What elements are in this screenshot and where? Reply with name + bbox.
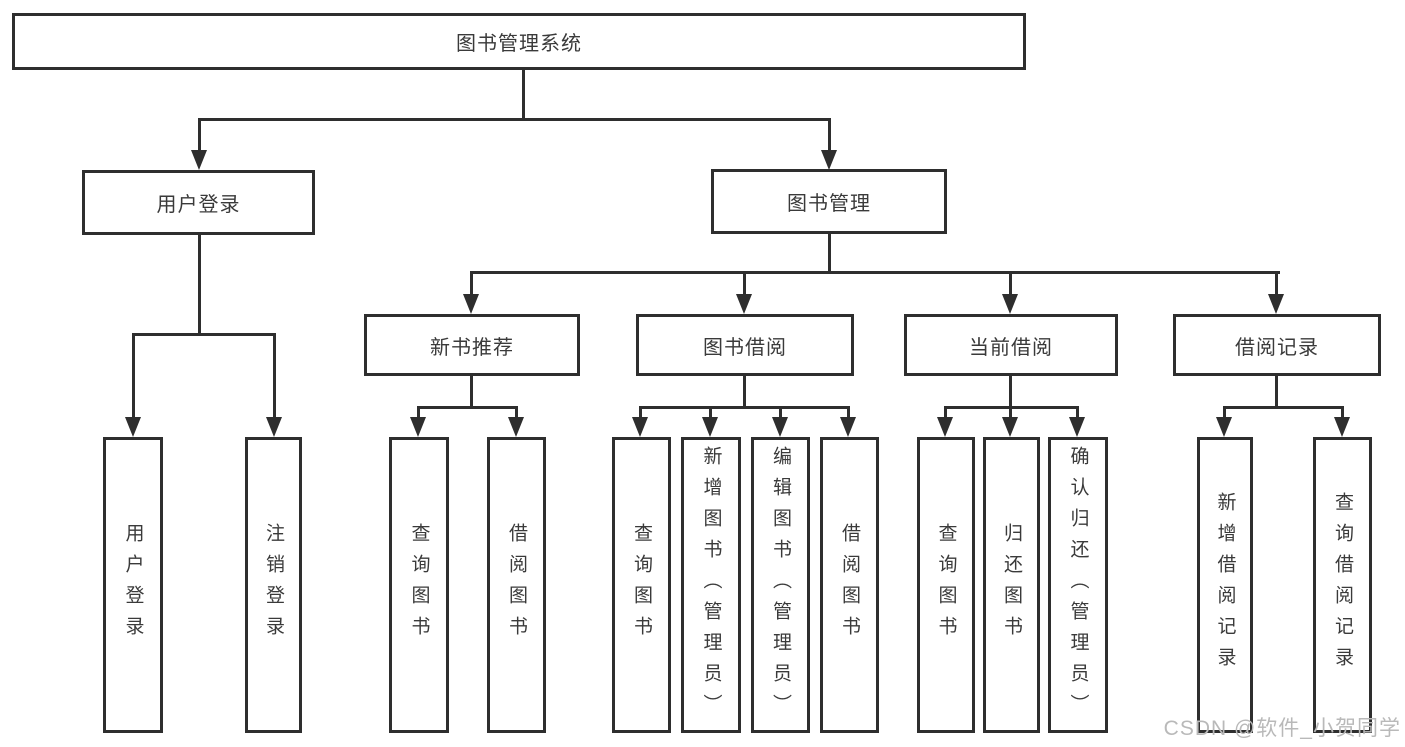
node-label: 新书推荐 — [430, 336, 514, 359]
arrowhead-icon — [840, 417, 856, 437]
connector-root-stem — [522, 70, 525, 120]
connector-drop-borrow-records — [1275, 271, 1278, 299]
leaf-borrow-books: 借阅图书 — [820, 437, 879, 733]
connector-book-management-bar — [470, 271, 1280, 274]
leaf-label: 注销登录 — [263, 523, 284, 647]
leaf-user-login: 用户登录 — [103, 437, 163, 733]
connector-book-management-stem — [828, 234, 831, 274]
connector-drop-book-management — [828, 118, 831, 154]
arrowhead-icon — [937, 417, 953, 437]
leaf-label: 编辑图书（管理员） — [770, 445, 791, 725]
leaf-add-book-admin: 新增图书（管理员） — [681, 437, 741, 733]
connector-drop-new-books — [470, 271, 473, 299]
connector-drop — [417, 406, 420, 422]
connector-drop — [1076, 406, 1079, 422]
leaf-label: 用户登录 — [122, 523, 144, 647]
connector-new-books-stem — [470, 376, 473, 409]
connector-drop — [847, 406, 850, 422]
leaf-label: 借阅图书 — [506, 523, 527, 647]
node-borrow-records: 借阅记录 — [1173, 314, 1381, 376]
arrowhead-leaf-login-icon — [125, 417, 141, 437]
connector-drop-leaf-login — [132, 333, 135, 419]
node-root-library-system: 图书管理系统 — [12, 13, 1026, 70]
leaf-logout: 注销登录 — [245, 437, 302, 733]
arrowhead-user-login-icon — [191, 150, 207, 170]
connector-drop — [779, 406, 782, 422]
arrowhead-book-management-icon — [821, 150, 837, 170]
connector-user-login-stem — [198, 235, 201, 335]
arrowhead-icon — [1002, 417, 1018, 437]
leaf-label: 新增图书（管理员） — [700, 445, 722, 725]
arrowhead-icon — [772, 417, 788, 437]
leaf-query-books-current: 查询图书 — [917, 437, 975, 733]
leaf-query-books-borrow: 查询图书 — [612, 437, 671, 733]
arrowhead-leaf-logout-icon — [266, 417, 282, 437]
leaf-label: 确认归还（管理员） — [1067, 445, 1089, 725]
connector-drop — [944, 406, 947, 422]
connector-drop — [1223, 406, 1226, 422]
leaf-label: 查询图书 — [408, 523, 430, 647]
node-new-book-recommend: 新书推荐 — [364, 314, 580, 376]
node-label: 用户登录 — [156, 194, 241, 216]
leaf-label: 归还图书 — [1001, 523, 1022, 647]
connector-drop — [709, 406, 712, 422]
connector-drop — [1341, 406, 1344, 422]
arrowhead-icon — [410, 417, 426, 437]
connector-book-borrow-bar — [639, 406, 850, 409]
csdn-watermark: CSDN @软件_小贺同学 — [1163, 717, 1401, 740]
arrowhead-book-borrow-icon — [736, 294, 752, 314]
connector-borrow-records-stem — [1275, 376, 1278, 409]
leaf-label: 查询图书 — [631, 523, 652, 647]
connector-user-login-bar — [132, 333, 276, 336]
connector-drop — [1009, 406, 1012, 422]
connector-drop — [639, 406, 642, 422]
arrowhead-icon — [508, 417, 524, 437]
node-book-borrow: 图书借阅 — [636, 314, 854, 376]
node-label: 图书借阅 — [703, 336, 787, 359]
node-label: 当前借阅 — [969, 336, 1053, 359]
connector-drop — [515, 406, 518, 422]
leaf-label: 查询图书 — [935, 523, 957, 647]
leaf-borrow-books-recommend: 借阅图书 — [487, 437, 546, 733]
connector-drop-book-borrow — [743, 271, 746, 299]
connector-new-books-bar — [417, 406, 518, 409]
node-label: 图书管理系统 — [456, 33, 582, 55]
connector-drop-leaf-logout — [273, 333, 276, 419]
leaf-add-borrow-record: 新增借阅记录 — [1197, 437, 1253, 733]
node-label: 借阅记录 — [1235, 336, 1319, 359]
arrowhead-icon — [1334, 417, 1350, 437]
leaf-label: 查询借阅记录 — [1332, 492, 1353, 678]
connector-book-borrow-stem — [743, 376, 746, 409]
arrowhead-new-books-icon — [463, 294, 479, 314]
connector-drop-current-borrow — [1009, 271, 1012, 299]
node-user-login: 用户登录 — [82, 170, 315, 235]
connector-current-borrow-stem — [1009, 376, 1012, 409]
leaf-query-borrow-record: 查询借阅记录 — [1313, 437, 1372, 733]
arrowhead-icon — [702, 417, 718, 437]
node-current-borrow: 当前借阅 — [904, 314, 1118, 376]
leaf-edit-book-admin: 编辑图书（管理员） — [751, 437, 810, 733]
arrowhead-icon — [632, 417, 648, 437]
node-label: 图书管理 — [787, 193, 871, 215]
arrowhead-current-borrow-icon — [1002, 294, 1018, 314]
leaf-return-book: 归还图书 — [983, 437, 1040, 733]
connector-root-bar — [198, 118, 831, 121]
arrowhead-icon — [1069, 417, 1085, 437]
node-book-management: 图书管理 — [711, 169, 947, 234]
leaf-query-books-recommend: 查询图书 — [389, 437, 449, 733]
arrowhead-icon — [1216, 417, 1232, 437]
leaf-confirm-return-admin: 确认归还（管理员） — [1048, 437, 1108, 733]
arrowhead-borrow-records-icon — [1268, 294, 1284, 314]
connector-drop-user-login — [198, 118, 201, 154]
leaf-label: 新增借阅记录 — [1214, 492, 1236, 678]
connector-borrow-records-bar — [1223, 406, 1344, 409]
leaf-label: 借阅图书 — [839, 523, 860, 647]
